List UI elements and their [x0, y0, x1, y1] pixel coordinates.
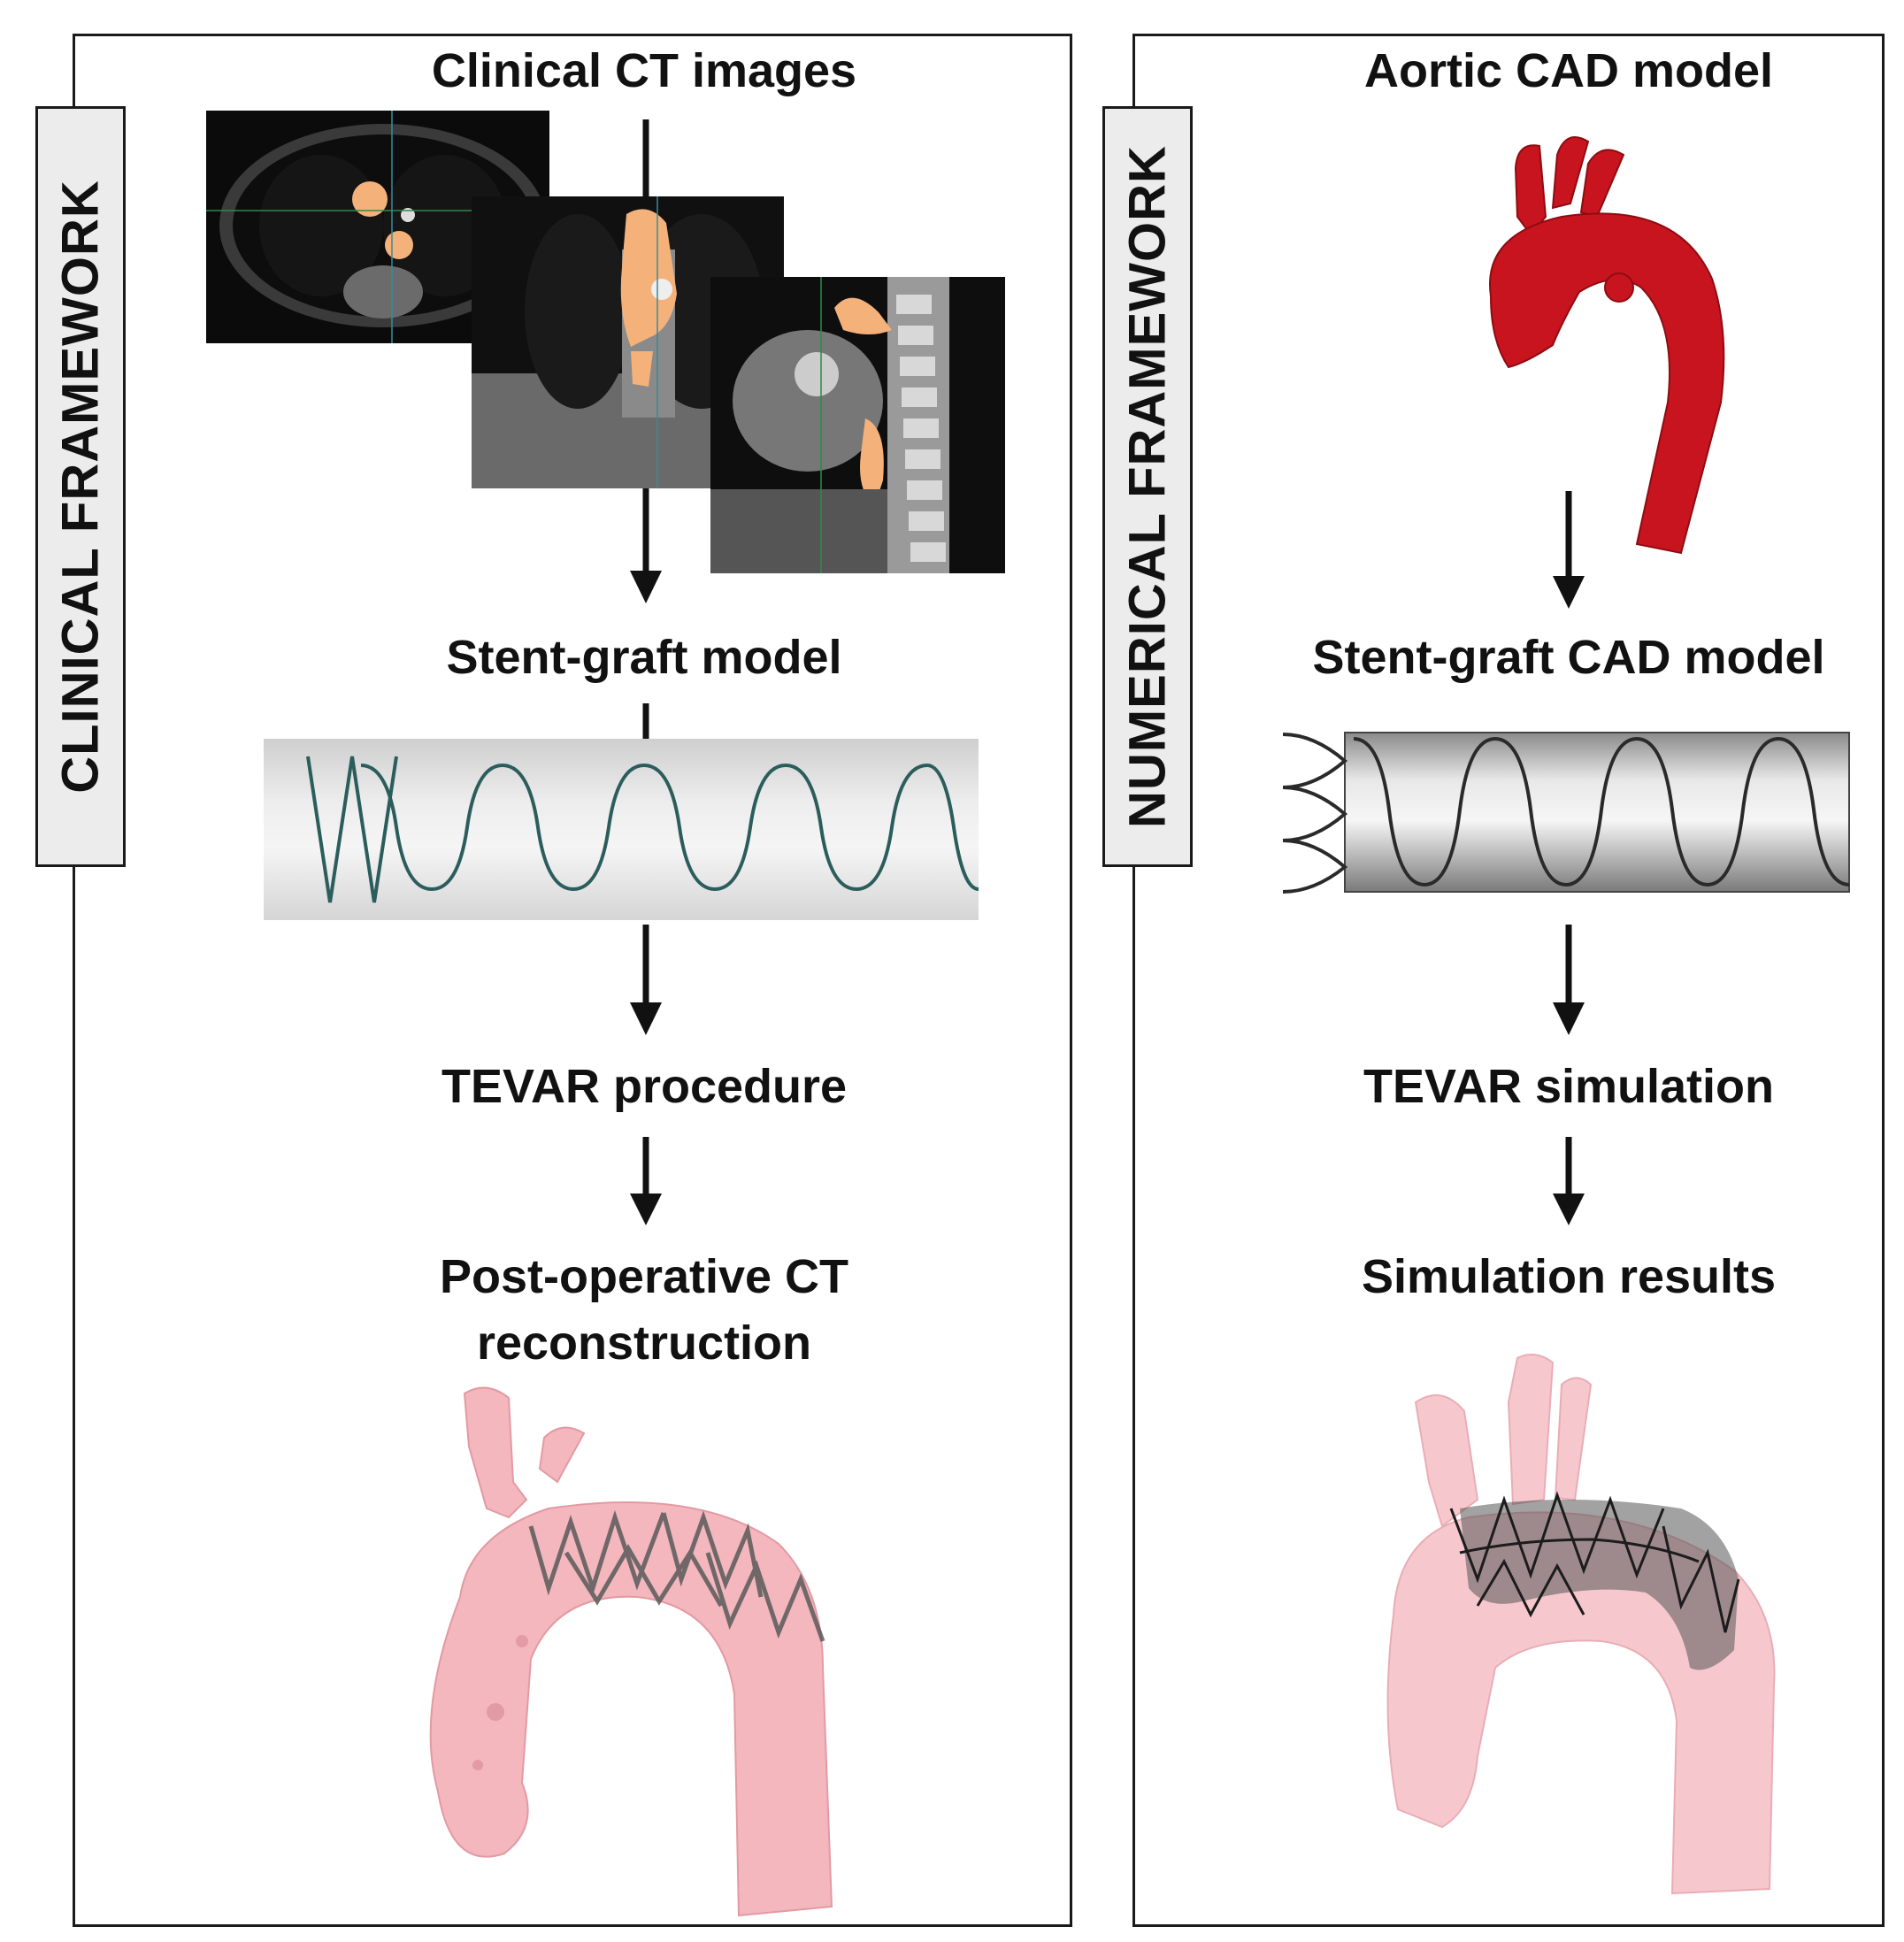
stent-graft-photo [264, 739, 979, 920]
post-op-reconstruction-image [429, 1386, 833, 1917]
simulation-results-title: Simulation results [1361, 1250, 1777, 1303]
stent-graft-cad-image [1282, 732, 1850, 894]
arrow-stent-to-tevar [630, 925, 662, 1035]
arrow-stentcad-to-sim [1553, 925, 1585, 1035]
stent-graft-cad-model-title: Stent-graft CAD model [1312, 631, 1825, 684]
simulation-results-image [1386, 1354, 1776, 1895]
ct-images-title: Clinical CT images [431, 44, 857, 97]
arrow-stent-connector [642, 703, 649, 739]
ct-axial-image [206, 111, 549, 343]
tevar-procedure-title: TEVAR procedure [441, 1060, 848, 1113]
numerical-framework-label: NUMERICAL FRAMEWORK [1118, 145, 1177, 828]
aortic-cad-model-title: Aortic CAD model [1363, 44, 1774, 97]
tevar-simulation-title: TEVAR simulation [1363, 1060, 1775, 1113]
numerical-framework-tab: NUMERICAL FRAMEWORK [1102, 106, 1193, 867]
ct-sagittal-image [710, 277, 1005, 573]
clinical-framework-label: CLINICAL FRAMEWORK [51, 180, 110, 794]
aortic-cad-model-image [1489, 136, 1725, 555]
arrow-sim-to-results [1553, 1137, 1585, 1225]
clinical-framework-tab: CLINICAL FRAMEWORK [35, 106, 126, 867]
arrow-aorta-to-stentcad [1553, 491, 1585, 609]
post-op-title-line2: reconstruction [476, 1316, 812, 1370]
post-op-title-line1: Post-operative CT [439, 1250, 849, 1303]
arrow-tevar-to-postop [630, 1137, 662, 1225]
stent-graft-model-title: Stent-graft model [446, 631, 842, 684]
